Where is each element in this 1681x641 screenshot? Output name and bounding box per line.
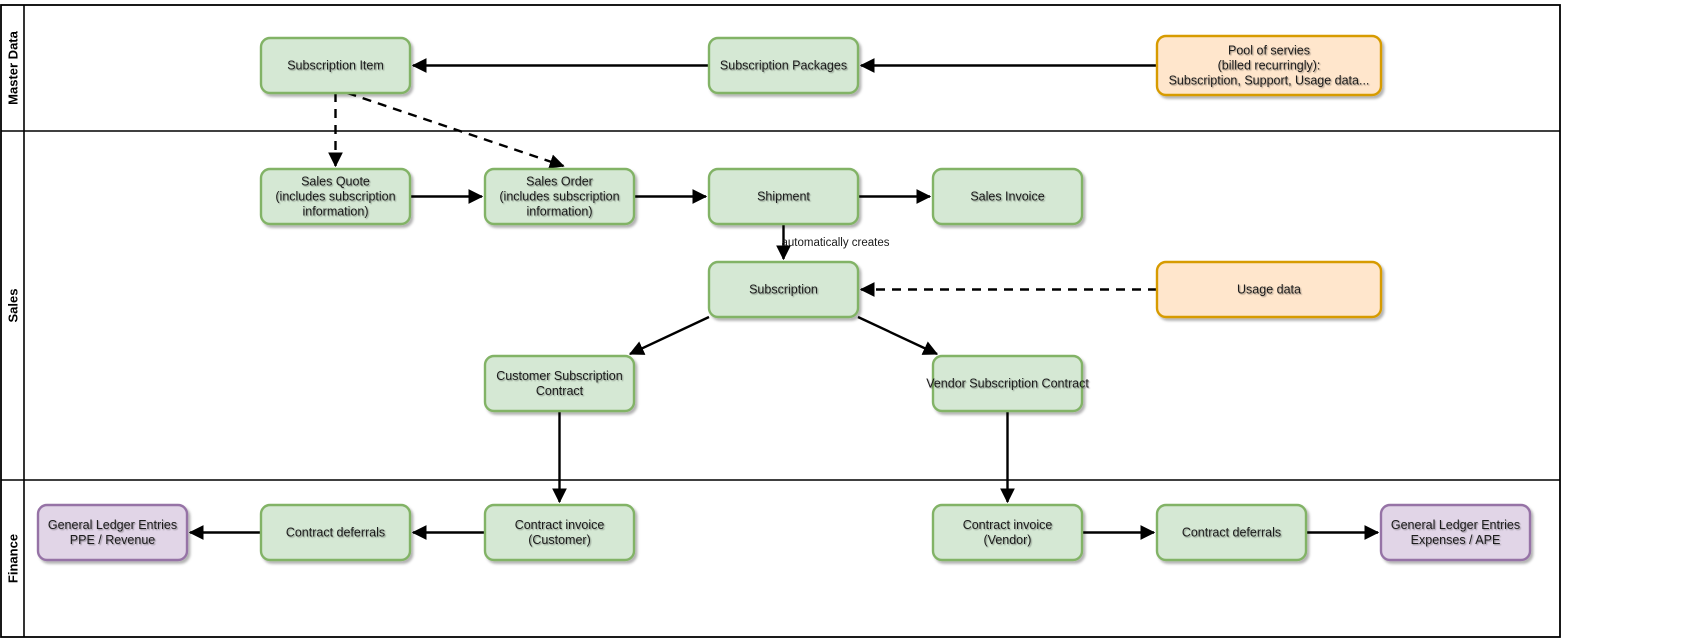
node-shape — [707, 260, 860, 319]
edge-item-to-order — [347, 91, 565, 169]
node-label: Sales Quote — [301, 175, 370, 189]
node-label: Subscription Packages — [720, 59, 847, 73]
edge-subscription-to-vendor-contract — [857, 315, 939, 356]
node-label: Vendor Subscription Contract — [926, 377, 1089, 391]
node-label: (billed recurringly): — [1218, 59, 1321, 73]
node-label: General Ledger Entries — [48, 518, 177, 532]
node-label: (Customer) — [528, 533, 591, 547]
node-label: PPE / Revenue — [70, 533, 156, 547]
node-shape — [1379, 503, 1532, 562]
lane-label-finance: Finance — [6, 534, 21, 583]
node-label: Subscription Item — [287, 59, 384, 73]
node-label: (Vendor) — [984, 533, 1032, 547]
node-label: (includes subscription — [499, 190, 619, 204]
node-label: Subscription, Support, Usage data... — [1169, 74, 1370, 88]
node-contract-deferrals-customer[interactable]: Contract deferrals — [259, 503, 412, 562]
node-shape — [931, 503, 1084, 562]
node-layer: Subscription Item Subscription Packages Po… — [36, 34, 1532, 562]
node-shape — [483, 167, 636, 226]
node-subscription-item[interactable]: Subscription Item — [259, 36, 412, 95]
swimlane-frame — [0, 4, 1561, 638]
node-sales-invoice[interactable]: Sales Invoice — [931, 167, 1084, 226]
edge-label-shipment-to-subscription: automatically creates — [781, 237, 889, 249]
node-subscription-packages[interactable]: Subscription Packages — [707, 36, 860, 95]
node-label: Expenses / APE — [1411, 533, 1501, 547]
lane-label-sales: Sales — [6, 289, 21, 323]
node-vendor-subscription-contract[interactable]: Vendor Subscription Contract — [926, 354, 1089, 413]
node-shape — [483, 354, 636, 413]
node-sales-order[interactable]: Sales Order(includes subscriptioninforma… — [483, 167, 636, 226]
node-shape — [931, 354, 1084, 413]
node-label: information) — [527, 205, 593, 219]
node-shape — [259, 503, 412, 562]
node-label: Contract invoice — [963, 518, 1053, 532]
node-label: Contract deferrals — [286, 526, 385, 540]
edge-label-layer: automatically creates — [781, 237, 889, 249]
node-label: information) — [303, 205, 369, 219]
node-shape — [707, 36, 860, 95]
node-label: General Ledger Entries — [1391, 518, 1520, 532]
node-contract-deferrals-vendor[interactable]: Contract deferrals — [1155, 503, 1308, 562]
node-label: Contract invoice — [515, 518, 605, 532]
node-label: Pool of servies — [1228, 44, 1310, 58]
node-shape — [1155, 34, 1383, 97]
diagram-outer-frame — [0, 4, 1561, 638]
node-shape — [707, 167, 860, 226]
node-label: Sales Order — [526, 175, 593, 189]
edge-subscription-to-customer-contract — [628, 315, 710, 356]
node-label: Shipment — [757, 190, 810, 204]
node-shape — [36, 503, 189, 562]
node-shipment[interactable]: Shipment — [707, 167, 860, 226]
node-label: Contract — [536, 384, 584, 398]
node-label: Usage data — [1237, 283, 1301, 297]
node-contract-invoice-customer[interactable]: Contract invoice(Customer) — [483, 503, 636, 562]
node-label: Sales Invoice — [970, 190, 1044, 204]
node-shape — [1155, 503, 1308, 562]
node-sales-quote[interactable]: Sales Quote(includes subscriptioninforma… — [259, 167, 412, 226]
edge-layer — [188, 58, 1380, 540]
node-shape — [1155, 260, 1383, 319]
node-contract-invoice-vendor[interactable]: Contract invoice(Vendor) — [931, 503, 1084, 562]
node-shape — [259, 36, 412, 95]
lane-label-master-data: Master Data — [6, 30, 21, 104]
node-label: Customer Subscription — [496, 369, 622, 383]
node-subscription[interactable]: Subscription — [707, 260, 860, 319]
node-shape — [483, 503, 636, 562]
node-label: (includes subscription — [275, 190, 395, 204]
node-label: Contract deferrals — [1182, 526, 1281, 540]
node-pool-of-services[interactable]: Pool of servies(billed recurringly):Subs… — [1155, 34, 1383, 97]
node-usage-data[interactable]: Usage data — [1155, 260, 1383, 319]
node-label: Subscription — [749, 283, 818, 297]
node-shape — [259, 167, 412, 226]
node-shape — [931, 167, 1084, 226]
